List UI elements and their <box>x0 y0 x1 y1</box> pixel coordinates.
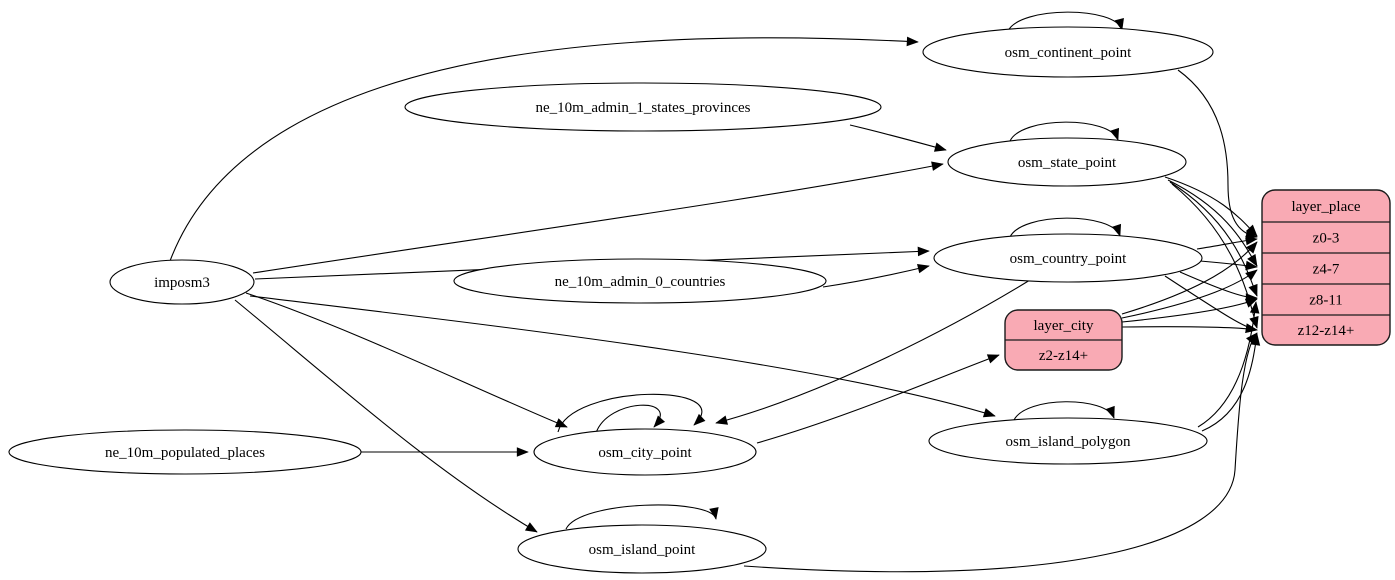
edges-layer <box>169 11 1261 573</box>
node-ne_10m_admin_0_countries: ne_10m_admin_0_countries <box>453 258 827 304</box>
layer_place-row-z0-3: z0-3 <box>1313 231 1340 247</box>
edge-layer_city-to-layer_place:z12-z14+ <box>1121 323 1258 334</box>
edge-imposm3-to-osm_state_point <box>252 161 944 274</box>
edge-osm_island_point-to-osm_island_point <box>565 504 719 530</box>
node-osm_island_point: osm_island_point <box>517 524 767 574</box>
edge-osm_state_point-to-osm_state_point <box>1009 121 1119 142</box>
edge-osm_city_point-to-layer_city:z2-z14+ <box>756 354 1000 444</box>
layer_place-row-z12-z14+: z12-z14+ <box>1298 323 1355 339</box>
osm_island_point-ellipse <box>517 524 767 574</box>
osm_continent_point-label: osm_continent_point <box>1005 45 1132 61</box>
node-ne_10m_admin_1_states_provinces: ne_10m_admin_1_states_provinces <box>404 82 882 132</box>
ne_10m_populated_places-label: ne_10m_populated_places <box>105 445 265 461</box>
node-osm_city_point: osm_city_point <box>533 428 757 476</box>
edge-osm_city_point-to-osm_city_point <box>557 393 706 433</box>
edge-osm_state_point-to-layer_place:z8-11 <box>1169 181 1258 297</box>
osm_city_point-ellipse <box>533 428 757 476</box>
edge-osm_city_point-to-osm_city_point#2 <box>595 404 666 434</box>
edge-layer_city-to-layer_place:z4-7 <box>1121 269 1258 319</box>
layer_city-row-layer_city: layer_city <box>1034 318 1094 334</box>
node-osm_continent_point: osm_continent_point <box>922 26 1214 78</box>
osm_island_point-label: osm_island_point <box>589 542 697 558</box>
nodes-layer: imposm3 ne_10m_admin_1_states_provincesne… <box>8 26 1391 574</box>
edge-ne_10m_admin_0_countries-to-osm_country_point <box>822 263 930 288</box>
edge-osm_continent_point-to-osm_continent_point <box>1007 11 1124 32</box>
edge-osm_state_point-to-layer_place:z4-7 <box>1167 179 1258 267</box>
edge-osm_country_point-to-layer_place:z8-11 <box>1179 271 1258 303</box>
osm_country_point-label: osm_country_point <box>1010 251 1127 267</box>
layer_place-record <box>1261 189 1391 346</box>
edge-imposm3-to-osm_island_point <box>234 299 538 533</box>
edge-osm_continent_point-to-layer_place:z0-3 <box>1177 69 1258 240</box>
edge-ne_10m_admin_1_states_provinces-to-osm_state_point <box>849 124 947 152</box>
layer_place-row-layer_place: layer_place <box>1291 199 1360 215</box>
osm_island_polygon-ellipse <box>928 417 1208 465</box>
osm_country_point-ellipse <box>933 233 1203 283</box>
osm_continent_point-ellipse <box>922 26 1214 78</box>
osm_island_polygon-label: osm_island_polygon <box>1005 434 1131 450</box>
node-osm_island_polygon: osm_island_polygon <box>928 417 1208 465</box>
node-layer_city: layer_city z2-z14+ <box>1004 309 1123 371</box>
edge-osm_country_point-to-osm_city_point <box>715 279 1031 425</box>
imposm3-ellipse <box>109 259 255 305</box>
edge-imposm3-to-osm_city_point <box>245 292 568 428</box>
node-osm_country_point: osm_country_point <box>933 233 1203 283</box>
ne_10m_admin_0_countries-ellipse <box>453 258 827 304</box>
layer_place-row-z4-7: z4-7 <box>1313 262 1340 278</box>
ne_10m_populated_places-ellipse <box>8 429 362 475</box>
edge-osm_country_point-to-layer_place:z0-3 <box>1196 235 1258 250</box>
osm_state_point-ellipse <box>947 137 1187 187</box>
node-ne_10m_populated_places: ne_10m_populated_places <box>8 429 362 475</box>
edge-osm_state_point-to-layer_place:z0-3 <box>1164 176 1258 237</box>
edge-layer_city-to-layer_place:z0-3 <box>1121 241 1258 315</box>
ne_10m_admin_0_countries-label: ne_10m_admin_0_countries <box>555 274 726 290</box>
edge-imposm3-to-osm_island_polygon <box>249 295 996 418</box>
osm_city_point-label: osm_city_point <box>598 445 692 461</box>
layer_city-row-z2-z14+: z2-z14+ <box>1039 348 1088 364</box>
node-osm_state_point: osm_state_point <box>947 137 1187 187</box>
node-imposm3: imposm3 <box>109 259 255 305</box>
ne_10m_admin_1_states_provinces-label: ne_10m_admin_1_states_provinces <box>536 100 751 116</box>
edge-osm_country_point-to-osm_country_point <box>1009 217 1121 238</box>
osm_state_point-label: osm_state_point <box>1018 155 1117 171</box>
edge-imposm3-to-osm_continent_point <box>169 36 919 262</box>
edge-osm_island_polygon-to-osm_island_polygon <box>1013 401 1115 421</box>
edge-osm_island_point-to-layer_place:z12-z14+ <box>743 332 1258 573</box>
node-layer_place: layer_place z0-3 z4-7 z8-11 z12-z14+ <box>1261 189 1391 346</box>
edge-layer_city-to-layer_place:z8-11 <box>1121 298 1258 323</box>
edge-osm_country_point-to-layer_place:z4-7 <box>1199 260 1258 271</box>
layer_place-row-z8-11: z8-11 <box>1309 293 1343 309</box>
ne_10m_admin_1_states_provinces-ellipse <box>404 82 882 132</box>
edge-osm_island_polygon-to-layer_place:z12-z14+ <box>1201 333 1261 432</box>
edge-osm_island_polygon-to-layer_place:z8-11 <box>1197 301 1260 428</box>
imposm3-label: imposm3 <box>154 275 210 291</box>
